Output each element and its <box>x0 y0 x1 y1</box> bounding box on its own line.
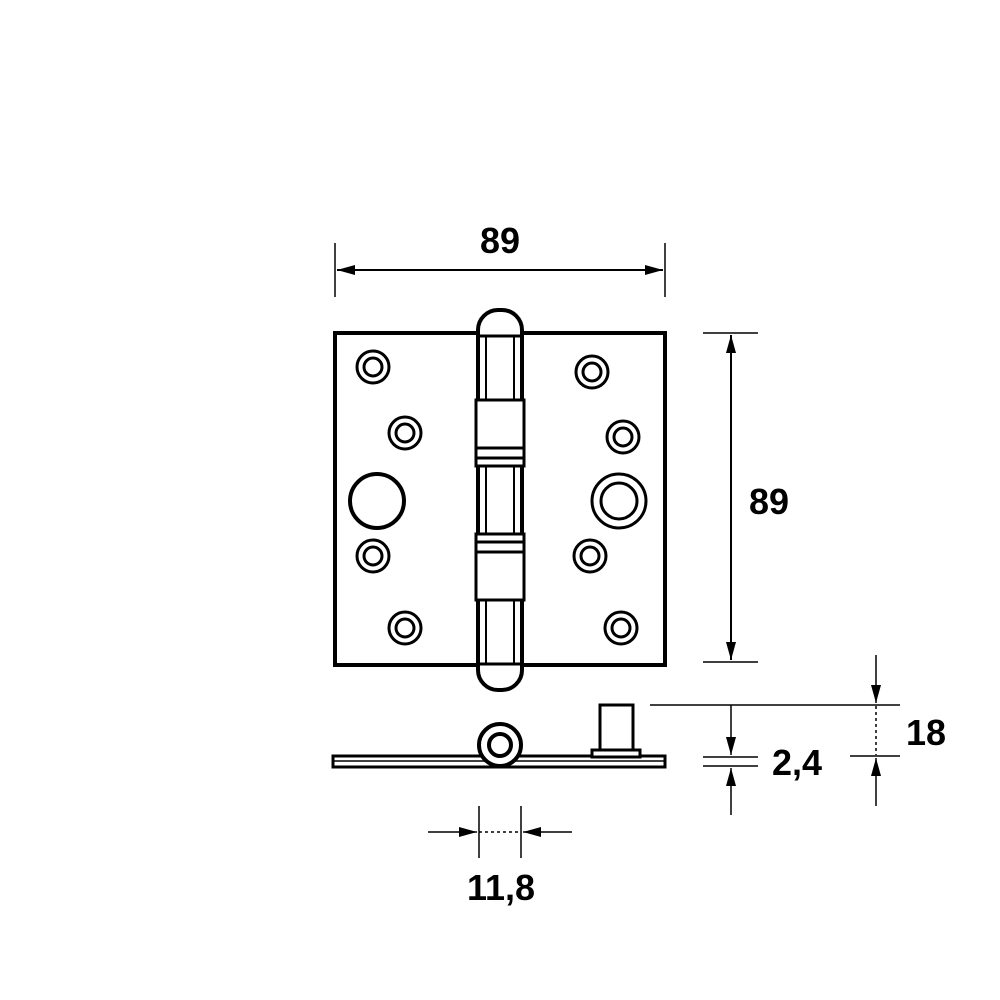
dimension-total-thickness <box>650 655 900 806</box>
dimension-leaf-thickness <box>703 705 758 815</box>
security-stud-left <box>348 472 406 530</box>
side-knuckle <box>477 722 523 768</box>
hinge-front-view <box>333 308 667 692</box>
dimension-right-height <box>703 332 758 663</box>
dimension-leaf-thickness-label: 2,4 <box>772 742 822 783</box>
hinge-side-view <box>331 703 667 769</box>
dimension-top-width <box>334 243 666 297</box>
side-security-pin <box>590 703 642 759</box>
dimension-total-thickness-label: 18 <box>906 712 946 753</box>
screw-holes-right <box>572 354 641 646</box>
hinge-bearing-rings <box>474 398 526 602</box>
dimension-knuckle-width-label: 11,8 <box>467 867 535 908</box>
hinge-knuckle <box>476 308 524 692</box>
screw-holes-left <box>355 349 423 646</box>
dimension-right-height-label: 89 <box>749 481 789 522</box>
dimension-knuckle-width <box>428 806 572 858</box>
dimension-top-width-label: 89 <box>480 220 520 261</box>
security-hole-right <box>590 472 648 530</box>
